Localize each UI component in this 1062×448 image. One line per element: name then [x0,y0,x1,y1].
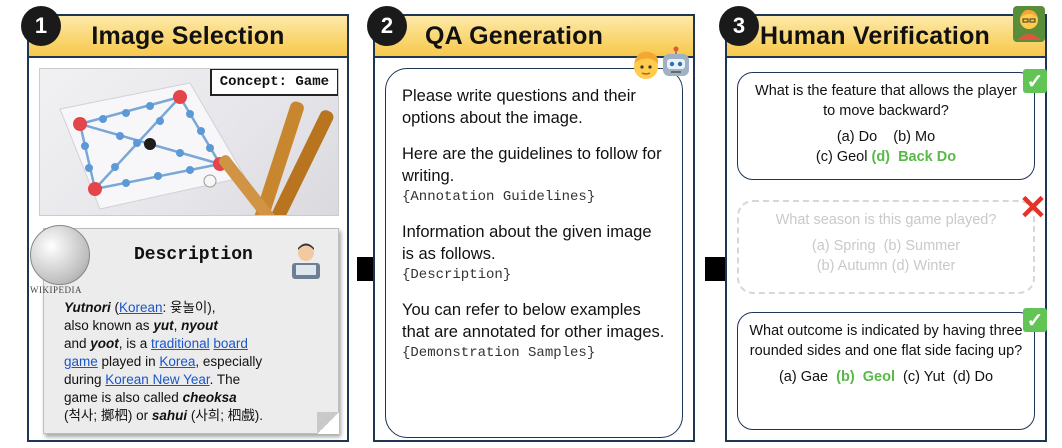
wikipedia-globe-icon [30,225,90,285]
option-text: (c) Geol [815,149,872,165]
link-traditional[interactable]: traditional [151,336,210,351]
text: during [64,372,106,387]
option-line: (a) Do (b) Mo [836,129,936,145]
text: also known as [64,318,154,333]
term: sahui [151,408,188,423]
step-badge-1: 1 [21,6,61,46]
placeholder-annotation-guidelines: {Annotation Guidelines} [402,189,596,205]
concept-label: Concept: Game [209,69,338,96]
checkmark-icon: ✓ [1023,69,1047,93]
prompt-examples: You can refer to below examples that are… [402,301,665,341]
question-text: What is the feature that allows the play… [755,83,1017,119]
prompt-box: Please write questions and their options… [385,68,683,438]
placeholder-description: {Description} [402,267,512,283]
panel-title: QA Generation [424,21,604,50]
laptop-person-icon [292,243,320,279]
qa-item-accepted: What outcome is indicated by having thre… [737,312,1035,430]
text: game is also called [64,390,183,405]
text: (사희; 柶戲). [187,408,263,423]
option-line: (c) Geol (d) Back Do [748,147,1024,167]
question-text: What season is this game played? [775,212,997,228]
text: . The [209,372,241,387]
placeholder-demonstration-samples: {Demonstration Samples} [402,345,596,361]
board-game-illustration [59,82,334,215]
text: : 윷놀이), [162,300,216,315]
panel-header: Image Selection [29,16,347,58]
link-korea[interactable]: Korea [159,354,196,369]
panel-header: Human Verification [727,16,1045,58]
link-game[interactable]: game [64,354,98,369]
wikipedia-logo-text: WIKIPEDIA [30,285,82,295]
term: yut [153,318,174,333]
question-text: What outcome is indicated by having thre… [749,323,1023,359]
option-text: (c) Yut (d) Do [894,369,994,385]
prompt-guidelines: Here are the guidelines to follow for wr… [402,145,662,185]
text: , [173,318,182,333]
checkmark-icon: ✓ [1023,308,1047,332]
description-card: WIKIPEDIA Description Yutnori (Korean: 윷… [30,225,339,434]
qa-item-accepted: What is the feature that allows the play… [737,72,1035,180]
panel-title: Human Verification [759,21,991,50]
step-badge-3: 3 [719,6,759,46]
person-icon [634,51,659,79]
link-korean[interactable]: Korean [119,300,163,315]
panel-human-verification: 3 Human Verification What is the feature… [719,6,1048,442]
correct-option: (d) Back Do [871,149,957,165]
option-text: (a) Gae [778,369,837,385]
term: nyout [181,318,218,333]
options: (a) Do (b) Mo (c) Geol (d) Back Do [748,127,1024,167]
term: yoot [90,336,119,351]
prompt-instruction: Please write questions and their options… [402,87,636,127]
cross-icon: ✕ [1018,189,1048,227]
step-badge-2: 2 [367,6,407,46]
teacher-icon [1013,6,1045,42]
text: (척사; 擲柶) or [64,408,152,423]
correct-option: (b) Geol [836,369,895,385]
robot-icon [663,46,689,76]
panel-qa-generation: 2 QA Generation Please write questions a… [367,6,695,442]
text: and [64,336,91,351]
options: (a) Gae (b) Geol (c) Yut (d) Do [748,367,1024,387]
qa-item-rejected: What season is this game played? (a) Spr… [737,200,1035,294]
description-text: Yutnori (Korean: 윷놀이), also known as yut… [64,299,334,425]
panel-title: Image Selection [91,21,285,50]
text: , especially [195,354,263,369]
text: played in [97,354,160,369]
description-title: Description [134,245,253,265]
yutnori-photo: Concept: Game [39,68,339,216]
options: (a) Spring (b) Summer (b) Autumn (d) Win… [749,236,1023,276]
text: ( [110,300,120,315]
panel-header: QA Generation [375,16,693,58]
option-line: (b) Autumn (d) Winter [816,258,956,274]
prompt-information: Information about the given image is as … [402,223,652,263]
panel-image-selection: 1 Image Selection Concept: Game [21,6,349,442]
option-line: (a) Spring (b) Summer [811,238,961,254]
term: Yutnori [64,300,111,315]
text: , is a [118,336,152,351]
term: cheoksa [182,390,237,405]
link-korean-new-year[interactable]: Korean New Year [105,372,210,387]
link-board[interactable]: board [213,336,248,351]
